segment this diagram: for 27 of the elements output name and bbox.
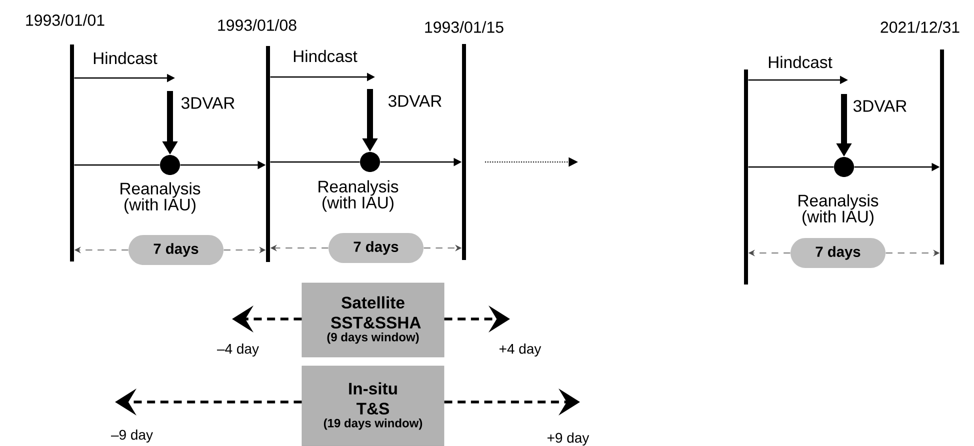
date-label: 1993/01/08 [218, 19, 296, 31]
observation-box: Satellite SST&SSHA (9 days window) [302, 282, 444, 358]
timeline-bar [70, 44, 74, 262]
edge-label: Hindcast [766, 54, 834, 70]
edge-label: Hindcast [91, 50, 159, 66]
node-caption: Reanalysis (with IAU) [120, 182, 200, 214]
analysis-dot [834, 157, 854, 177]
offset-label: –4 day [216, 343, 259, 357]
date-label: 1993/01/15 [425, 21, 504, 33]
edge-label: 3DVAR [180, 96, 236, 110]
timeline-bar [744, 70, 748, 284]
offset-label: +4 day [499, 343, 542, 357]
analysis-dot [160, 155, 180, 175]
date-label: 2021/12/31 [880, 21, 960, 33]
duration-pill: 7 days [128, 235, 224, 265]
edge-label: Hindcast [291, 48, 359, 64]
edge-label: 3DVAR [386, 94, 444, 108]
offset-label: –9 day [110, 429, 153, 443]
node-caption: Reanalysis (with IAU) [318, 180, 398, 212]
date-label: 1993/01/01 [26, 14, 104, 26]
observation-box: In-situ T&S (19 days window) [302, 366, 444, 446]
offset-label: +9 day [547, 432, 590, 446]
edge-label: 3DVAR [852, 98, 909, 114]
duration-pill: 7 days [790, 238, 886, 268]
duration-pill: 7 days [328, 233, 424, 263]
node-caption: Reanalysis (with IAU) [798, 194, 878, 226]
analysis-dot [360, 152, 380, 172]
